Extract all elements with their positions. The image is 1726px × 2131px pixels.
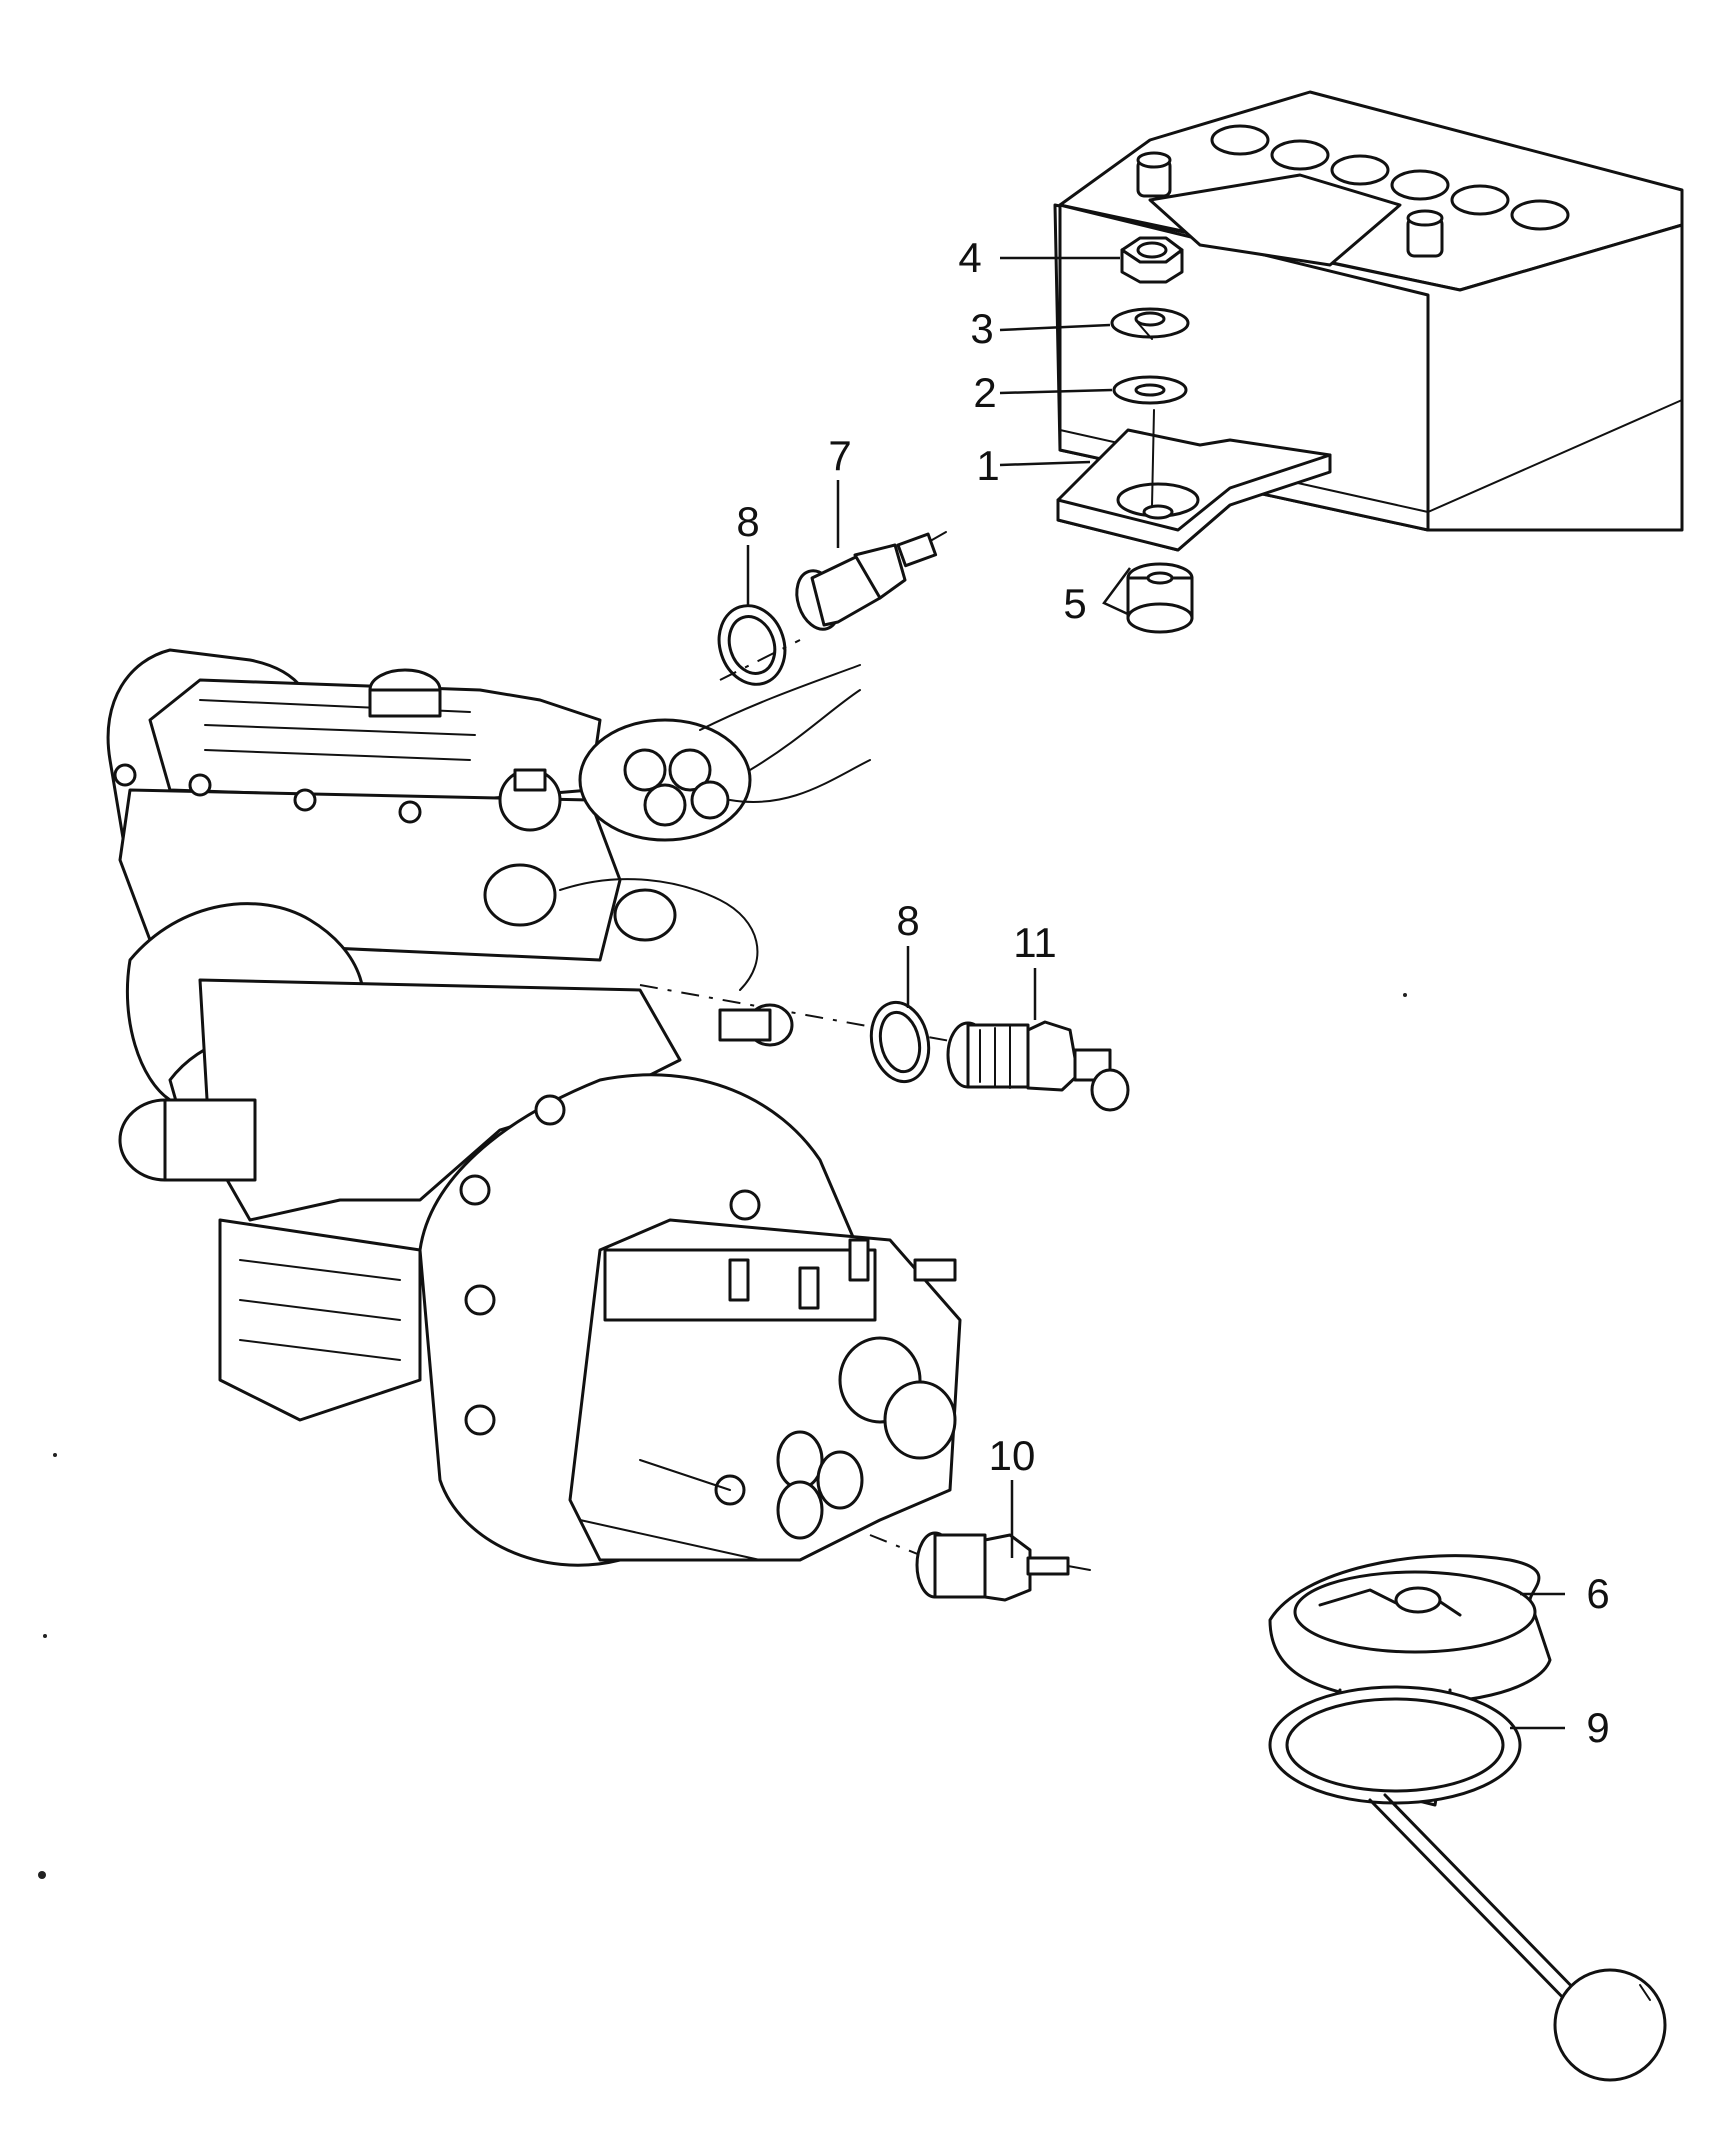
callout-7: 7 [828, 432, 851, 479]
callout-9: 9 [1586, 1704, 1609, 1751]
oil-pressure-switch-installed [718, 1003, 794, 1047]
part-5-rubber-buffer [1126, 562, 1194, 634]
part-7-temperature-sender [795, 531, 947, 631]
alignment-line [639, 984, 1001, 1051]
part-4-nut [1120, 236, 1184, 284]
part-8-seal-ring-middle [869, 1000, 931, 1084]
fuel-float-arm [1368, 1793, 1667, 2082]
leader-lines [746, 256, 1565, 1730]
callout-2: 2 [973, 369, 996, 416]
part-2-washer [1112, 375, 1188, 405]
callout-4: 4 [958, 234, 981, 281]
part-10-switch [915, 1531, 1091, 1602]
gearbox [418, 1073, 962, 1567]
callout-3: 3 [970, 305, 993, 352]
callout-5: 5 [1063, 580, 1086, 627]
part-3-spring-washer [1110, 307, 1190, 340]
callout-6: 6 [1586, 1570, 1609, 1617]
callout-8-top: 8 [736, 498, 759, 545]
part-9-seal [1268, 1685, 1522, 1805]
alignment-line [719, 639, 801, 681]
alignment-line [869, 1534, 921, 1556]
callout-10: 10 [989, 1432, 1036, 1479]
callout-1: 1 [976, 442, 999, 489]
engine-block [106, 648, 871, 1422]
part-11-oil-pressure-switch [946, 1020, 1130, 1112]
part-1-bracket [1056, 409, 1332, 552]
callout-8-middle: 8 [896, 897, 919, 944]
callout-11: 11 [1013, 919, 1057, 966]
